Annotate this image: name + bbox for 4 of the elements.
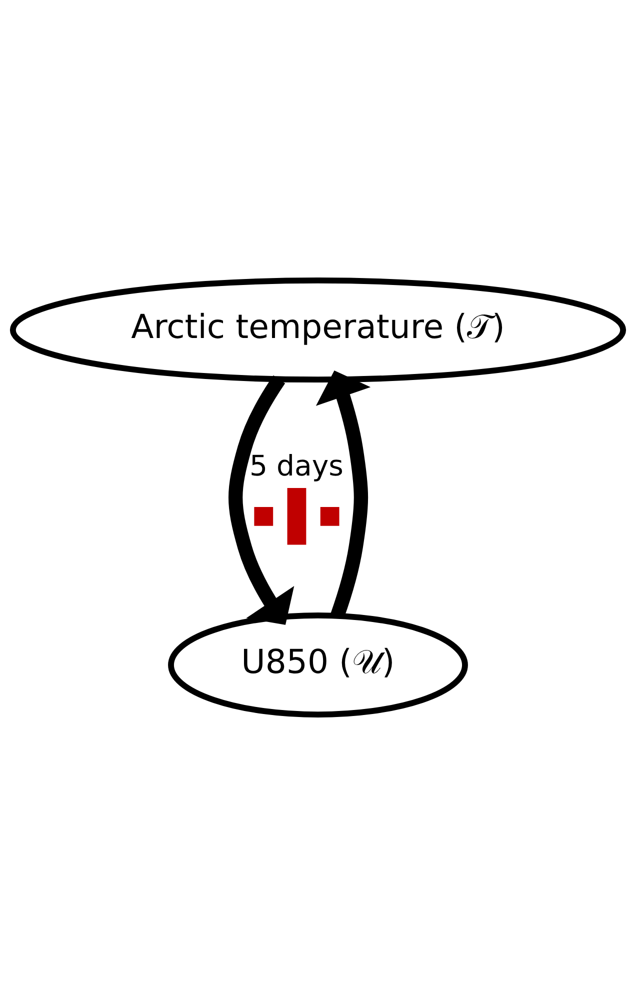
node-ellipse: U850 (𝒰)	[168, 612, 468, 718]
node-ellipse: Arctic temperature (𝒯)	[10, 278, 626, 383]
arrow	[228, 375, 294, 625]
edge-label: 5 days	[249, 449, 344, 482]
